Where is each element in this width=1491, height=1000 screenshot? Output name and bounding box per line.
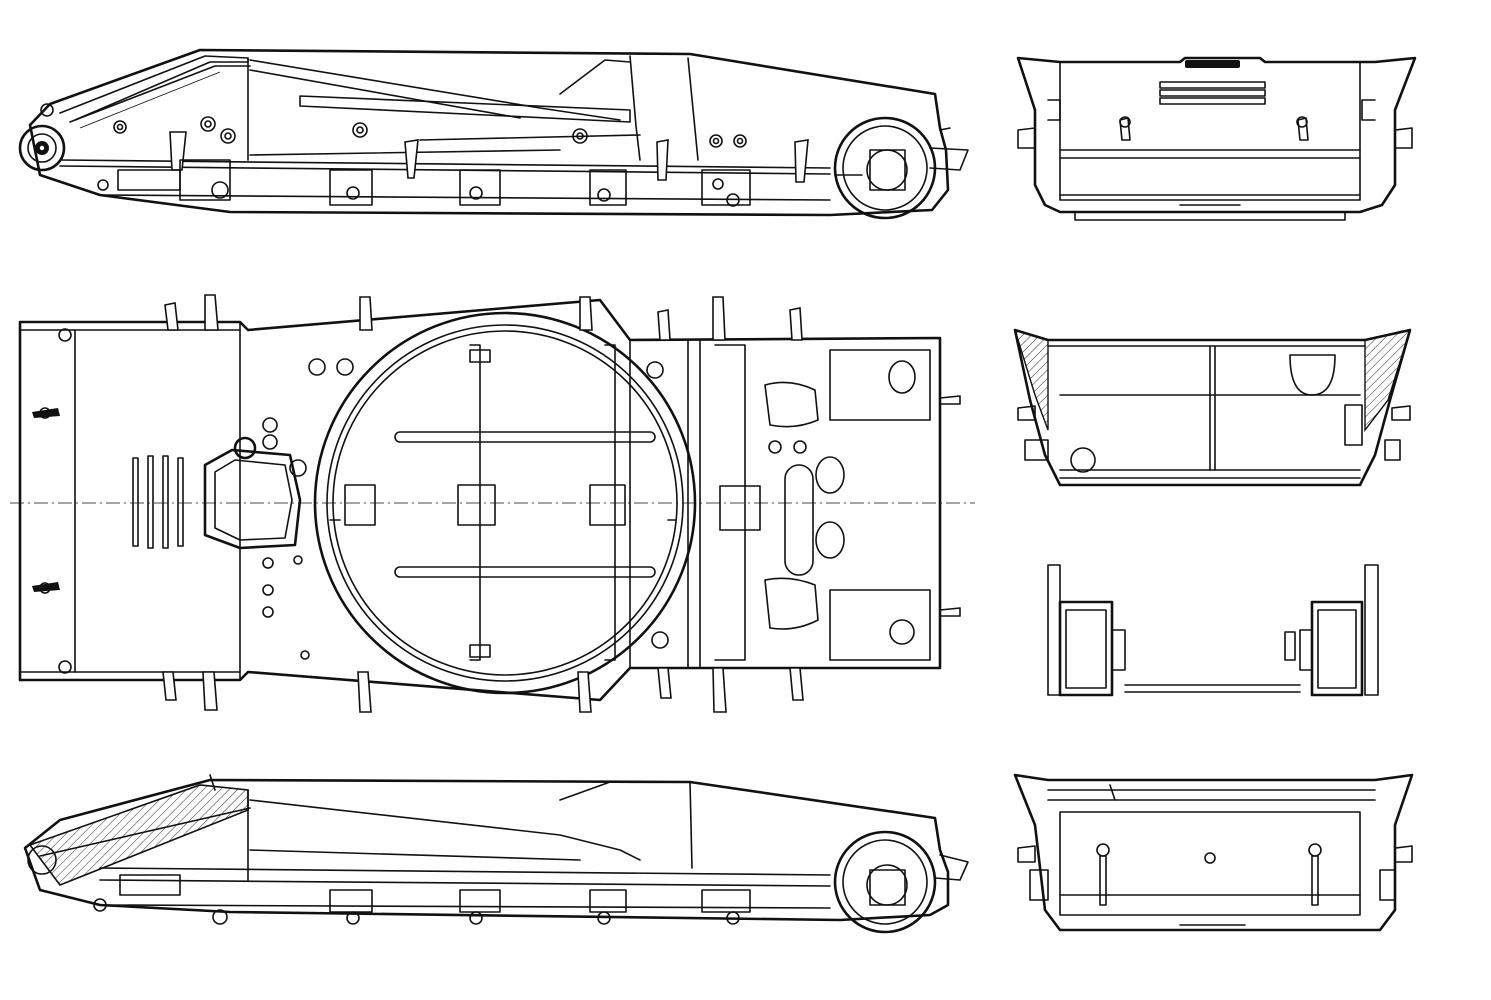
top-view [10,294,975,713]
section-view-upper [1013,328,1412,487]
front-view [1016,56,1417,221]
rear-view [1013,773,1414,932]
side-view-left [18,48,969,220]
section-view-lower [1047,564,1379,697]
side-view-section [23,774,969,934]
